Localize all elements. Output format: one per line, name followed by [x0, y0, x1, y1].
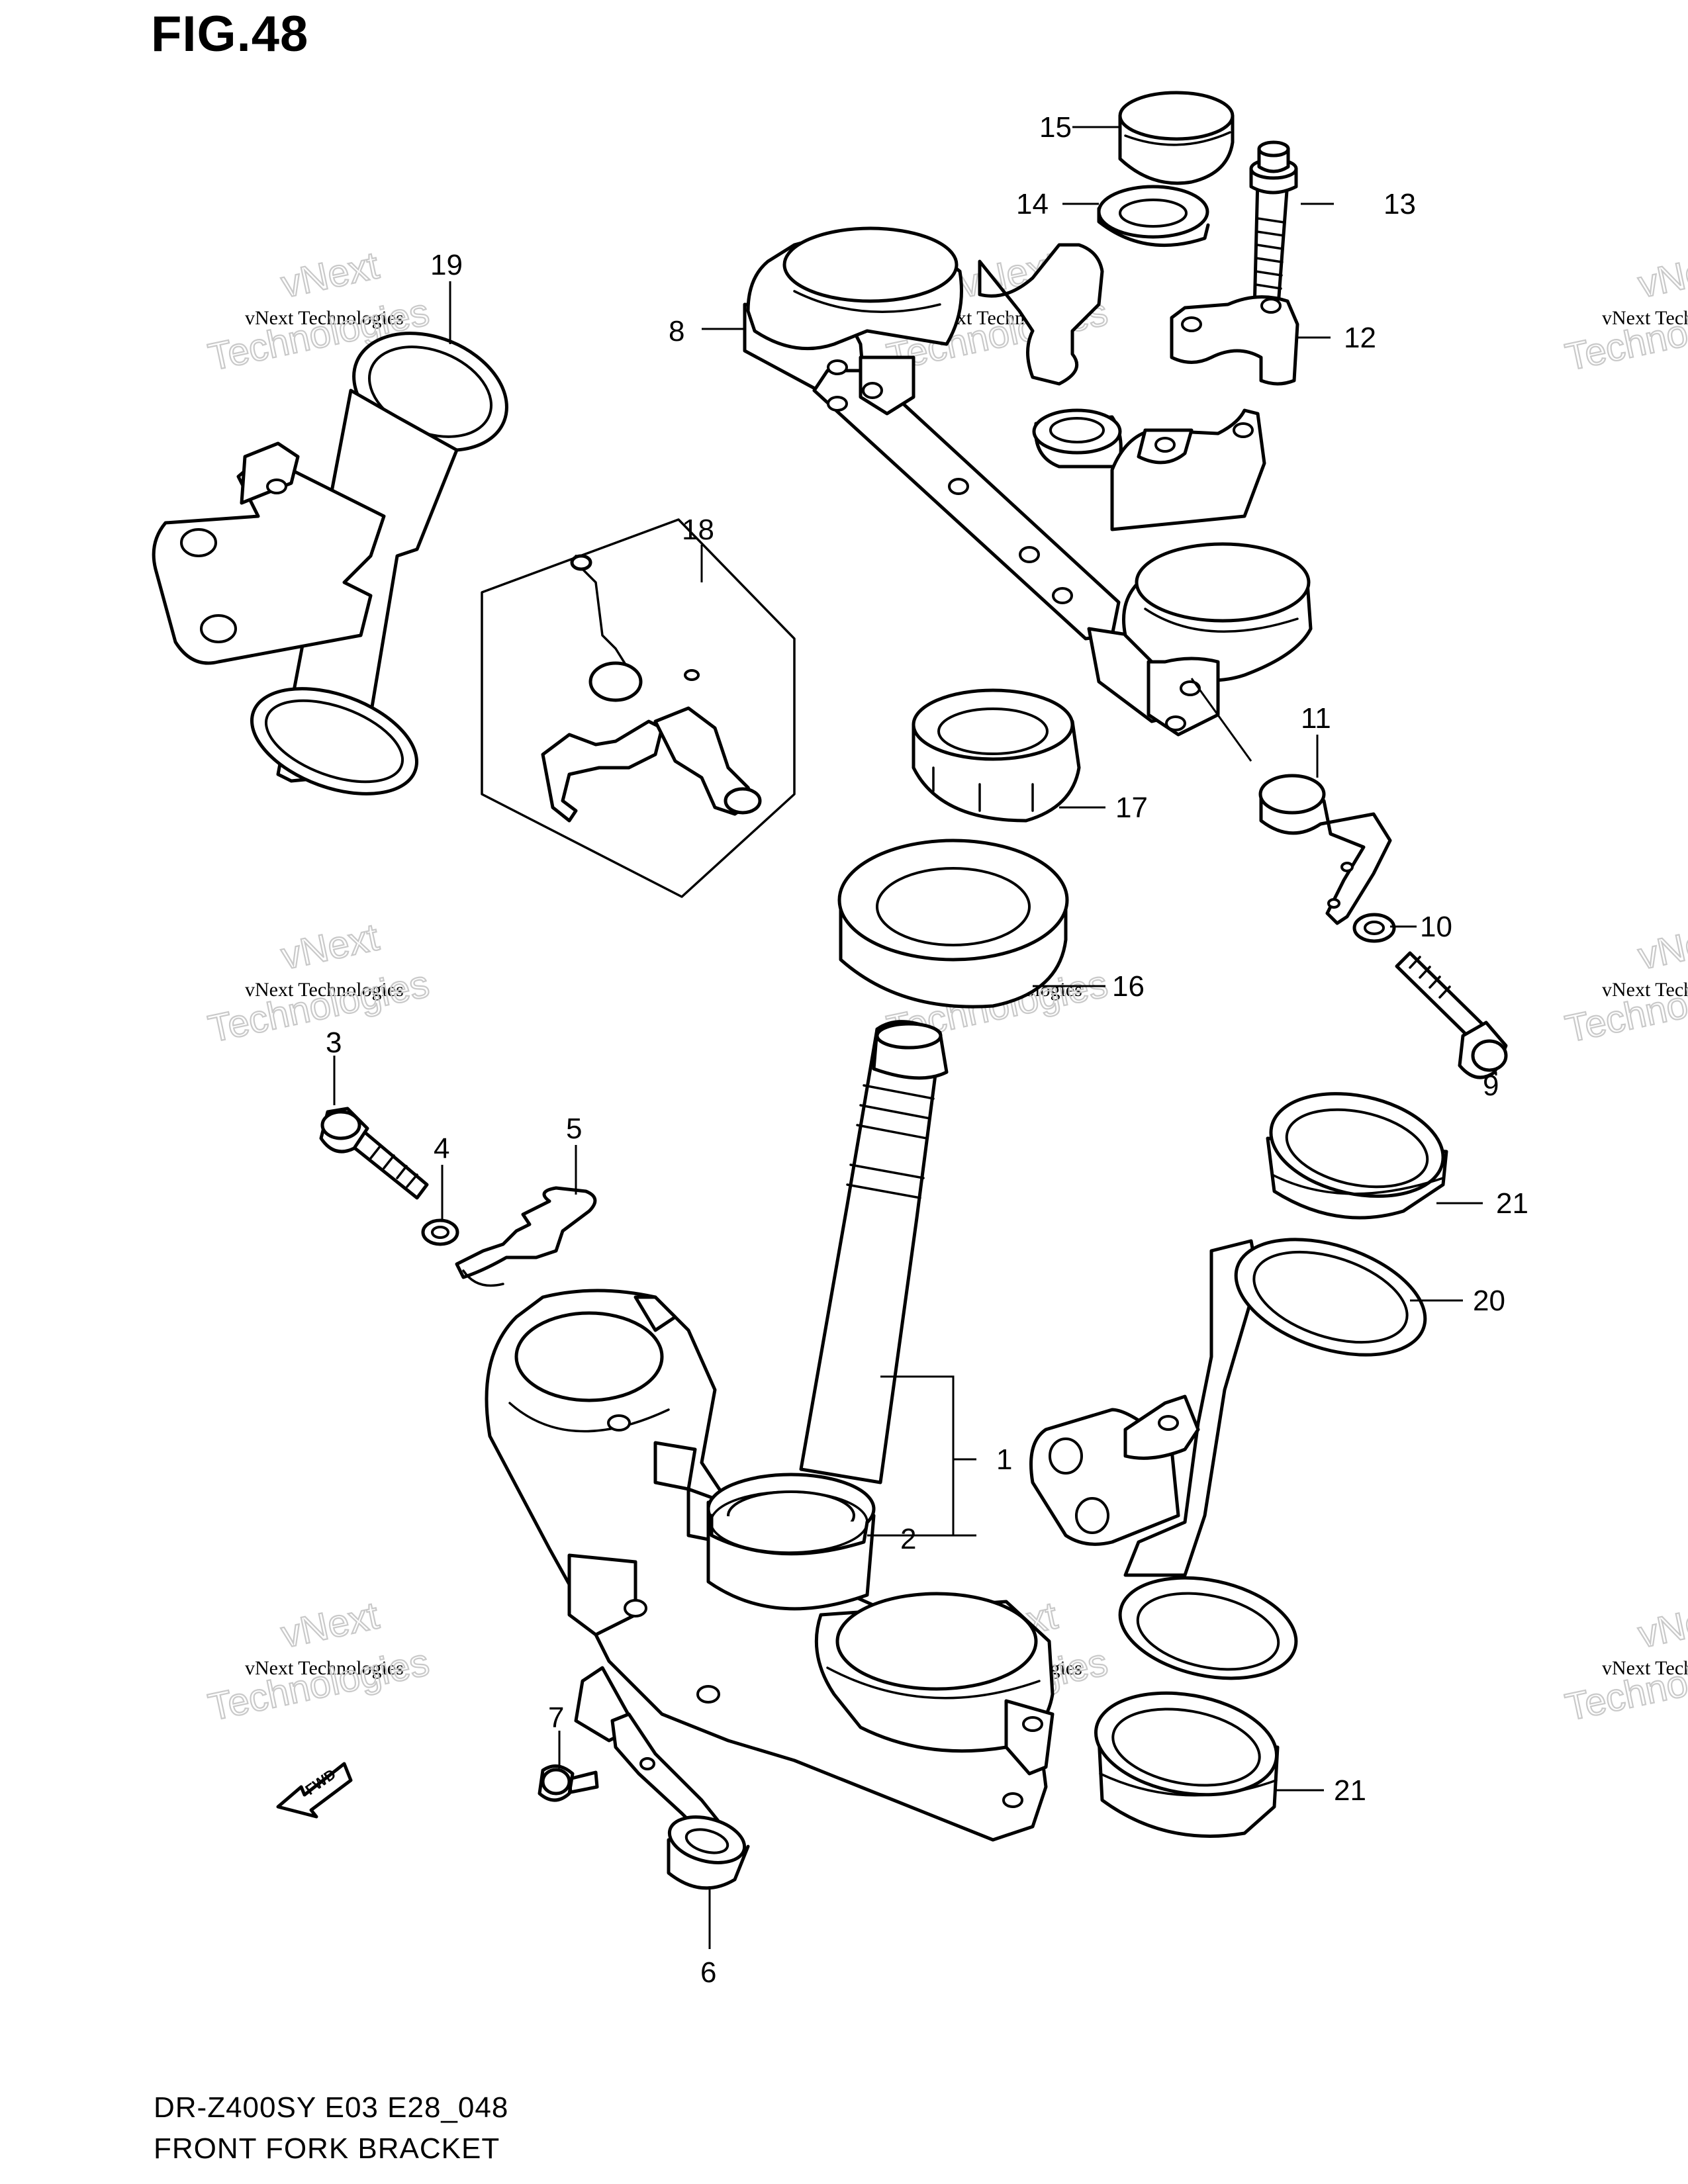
callout-17: 17	[1115, 792, 1148, 824]
part-2-stem-seal	[710, 1490, 869, 1556]
callout-15: 15	[1039, 111, 1072, 144]
part-11-cable-guide	[1258, 774, 1392, 925]
part-21-dust-seal-upper	[1266, 1092, 1448, 1220]
callout-1: 1	[996, 1443, 1012, 1476]
callout-8: 8	[669, 315, 684, 347]
part-13-bolt	[1249, 140, 1298, 316]
part-3-bolt	[319, 1107, 429, 1200]
part-19-headlight-bracket-upper	[152, 332, 508, 796]
watermark-outline: vNext	[1634, 915, 1688, 978]
callout-11: 11	[1301, 702, 1331, 735]
watermark-outline: Technologies	[205, 962, 433, 1051]
watermark: vNext Technologies vNext Technologies	[1561, 243, 1688, 380]
callout-4: 4	[434, 1132, 449, 1165]
part-7-bolt	[538, 1764, 599, 1802]
part-10-washer	[1352, 913, 1396, 943]
callout-6: 6	[700, 1956, 716, 1989]
callout-9: 9	[1483, 1069, 1499, 1102]
callout-7: 7	[548, 1702, 564, 1734]
part-12-handlebar-holder	[1170, 295, 1299, 386]
watermark-outline: Technologies	[1562, 291, 1688, 379]
callout-13: 13	[1383, 188, 1416, 220]
watermark: vNext Technologies vNext Technologies	[1561, 1593, 1688, 1730]
leader-lines	[333, 126, 1497, 1949]
callout-2: 2	[900, 1523, 916, 1555]
callout-21-upper: 21	[1496, 1187, 1528, 1220]
part-8-upper-bracket	[743, 226, 1313, 737]
part-14-washer	[1097, 185, 1210, 248]
part-16-bearing	[837, 839, 1069, 1009]
watermark: vNext Technologies vNext Technologies	[1561, 915, 1688, 1052]
watermark-text: vNext Technologies	[245, 1657, 404, 1679]
callouts: 1 2 3 4 5 6 7 8 9 10 11 12 13 14 15 16 1…	[326, 111, 1528, 1989]
callout-16: 16	[1112, 970, 1145, 1003]
part-5-clip	[455, 1186, 597, 1287]
watermark-outline: vNext	[277, 1594, 383, 1656]
watermark-text: vNext Technologies	[1602, 1657, 1688, 1679]
part-15-cap	[1118, 91, 1235, 185]
watermark-outline: Technologies	[1562, 1641, 1688, 1729]
watermark-outline: Technologies	[1562, 962, 1688, 1051]
callout-20: 20	[1473, 1285, 1505, 1317]
callout-14: 14	[1016, 188, 1049, 220]
watermark-outline: Technologies	[205, 1641, 433, 1729]
part-21-dust-seal-lower	[1094, 1691, 1280, 1838]
watermark: vNext Technologies vNext Technologies	[204, 1593, 434, 1730]
watermark: vNext Technologies vNext Technologies	[204, 915, 434, 1052]
watermark-text: vNext Technologies	[245, 979, 404, 1001]
part-17-steering-nut	[912, 688, 1081, 823]
model-code: DR-Z400SY E03 E28_048	[154, 2091, 509, 2124]
callout-18: 18	[682, 514, 714, 546]
part-4-washer	[421, 1218, 459, 1246]
callout-5: 5	[566, 1113, 582, 1145]
watermark-text: vNext Technologies	[1602, 979, 1688, 1001]
callout-10: 10	[1420, 911, 1452, 943]
callout-21-lower: 21	[1334, 1774, 1366, 1807]
watermark-outline: vNext	[277, 915, 383, 978]
part-18-switch-set	[481, 518, 796, 898]
watermark-outline: vNext	[1634, 244, 1688, 306]
callout-3: 3	[326, 1026, 342, 1059]
watermark-text: vNext Technologies	[1602, 307, 1688, 329]
part-20-headlight-bracket-lower	[1029, 1238, 1427, 1680]
watermark-text: vNext Technologies	[245, 307, 404, 329]
callout-12: 12	[1344, 322, 1376, 354]
callout-19: 19	[430, 249, 463, 281]
watermark-outline: vNext	[1634, 1594, 1688, 1656]
diagram-name: FRONT FORK BRACKET	[154, 2132, 500, 2165]
watermark-outline: vNext	[277, 244, 383, 306]
part-1-steering-stem	[485, 1020, 1055, 1842]
part-6-cable-guide	[610, 1712, 750, 1890]
part-9-bolt	[1395, 951, 1508, 1079]
figure-title: FIG.48	[151, 6, 309, 62]
fwd-arrow: FWD	[276, 1762, 353, 1819]
